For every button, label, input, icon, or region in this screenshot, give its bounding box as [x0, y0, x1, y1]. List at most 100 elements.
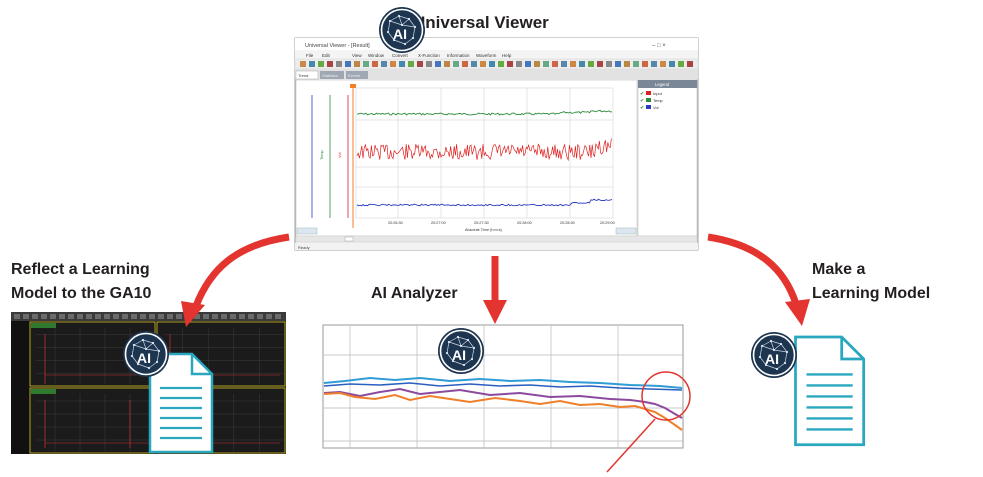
toolbar-button[interactable] — [77, 314, 83, 319]
toolbar-button[interactable] — [624, 61, 630, 67]
toolbar-button[interactable] — [408, 61, 414, 67]
toolbar-button[interactable] — [471, 61, 477, 67]
toolbar-button[interactable] — [104, 314, 110, 319]
toolbar-button[interactable] — [336, 61, 342, 67]
toolbar-button[interactable] — [131, 314, 137, 319]
menu-item[interactable]: Information — [447, 53, 470, 58]
toolbar-button[interactable] — [248, 314, 254, 319]
toolbar-button[interactable] — [41, 314, 47, 319]
toolbar-button[interactable] — [552, 61, 558, 67]
legend-item-input[interactable]: Input — [653, 91, 663, 96]
toolbar-button[interactable] — [363, 61, 369, 67]
toolbar-button[interactable] — [203, 314, 209, 319]
toolbar-button[interactable] — [399, 61, 405, 67]
toolbar-button[interactable] — [678, 61, 684, 67]
toolbar-button[interactable] — [660, 61, 666, 67]
svg-text:✔: ✔ — [640, 98, 644, 104]
toolbar-button[interactable] — [579, 61, 585, 67]
toolbar-button[interactable] — [651, 61, 657, 67]
toolbar-button[interactable] — [417, 61, 423, 67]
legend-item-temp[interactable]: Temp — [653, 98, 664, 103]
menu-item[interactable]: X-Function — [418, 53, 440, 58]
toolbar-button[interactable] — [14, 314, 20, 319]
toolbar-button[interactable] — [561, 61, 567, 67]
toolbar-button[interactable] — [300, 61, 306, 67]
toolbar-button[interactable] — [381, 61, 387, 67]
analyzer-series-teal — [323, 376, 683, 389]
toolbar-button[interactable] — [606, 61, 612, 67]
toolbar-button[interactable] — [275, 314, 281, 319]
toolbar-button[interactable] — [122, 314, 128, 319]
toolbar-button[interactable] — [615, 61, 621, 67]
toolbar-button[interactable] — [570, 61, 576, 67]
menu-item[interactable]: File — [306, 53, 314, 58]
toolbar-button[interactable] — [212, 314, 218, 319]
toolbar-button[interactable] — [257, 314, 263, 319]
toolbar-button[interactable] — [390, 61, 396, 67]
toolbar-button[interactable] — [426, 61, 432, 67]
toolbar-button[interactable] — [32, 314, 38, 319]
toolbar-button[interactable] — [158, 314, 164, 319]
toolbar-button[interactable] — [113, 314, 119, 319]
menu-item[interactable]: View — [352, 53, 362, 58]
menu-item[interactable]: Help — [502, 53, 512, 58]
toolbar-button[interactable] — [687, 61, 693, 67]
ai-badge-icon: AI — [122, 330, 170, 378]
toolbar-button[interactable] — [489, 61, 495, 67]
toolbar-button[interactable] — [318, 61, 324, 67]
toolbar-button[interactable] — [266, 314, 272, 319]
toolbar-button[interactable] — [444, 61, 450, 67]
toolbar-button[interactable] — [327, 61, 333, 67]
toolbar-button[interactable] — [507, 61, 513, 67]
toolbar-button[interactable] — [59, 314, 65, 319]
toolbar-button[interactable] — [167, 314, 173, 319]
toolbar-button[interactable] — [354, 61, 360, 67]
tab-statistics[interactable]: Statistics — [322, 73, 338, 78]
time-tick: 20:27:30 — [474, 221, 489, 225]
toolbar-button[interactable] — [221, 314, 227, 319]
toolbar-button[interactable] — [372, 61, 378, 67]
menu-item[interactable]: Window — [368, 53, 385, 58]
horizontal-scrollbar[interactable] — [295, 235, 698, 243]
menu-item[interactable]: Edit — [322, 53, 331, 58]
toolbar-button[interactable] — [309, 61, 315, 67]
toolbar-button[interactable] — [239, 314, 245, 319]
legend-item-vol[interactable]: Vol — [653, 105, 659, 110]
toolbar-button[interactable] — [68, 314, 74, 319]
toolbar-button[interactable] — [453, 61, 459, 67]
time-tick: 20:28:30 — [560, 221, 575, 225]
toolbar-button[interactable] — [149, 314, 155, 319]
toolbar-button[interactable] — [176, 314, 182, 319]
tab-trend[interactable]: Trend — [298, 73, 308, 78]
toolbar-button[interactable] — [516, 61, 522, 67]
toolbar-button[interactable] — [534, 61, 540, 67]
toolbar-button[interactable] — [345, 61, 351, 67]
toolbar-button[interactable] — [525, 61, 531, 67]
toolbar-button[interactable] — [669, 61, 675, 67]
svg-text:AI: AI — [452, 347, 466, 363]
toolbar-button[interactable] — [633, 61, 639, 67]
menu-item[interactable]: Waveform — [476, 53, 497, 58]
toolbar-button[interactable] — [140, 314, 146, 319]
menu-item[interactable]: Convert — [392, 53, 409, 58]
toolbar-button[interactable] — [86, 314, 92, 319]
toolbar-button[interactable] — [194, 314, 200, 319]
toolbar-button[interactable] — [435, 61, 441, 67]
toolbar-button[interactable] — [480, 61, 486, 67]
toolbar-button[interactable] — [642, 61, 648, 67]
toolbar-button[interactable] — [50, 314, 56, 319]
toolbar-button[interactable] — [543, 61, 549, 67]
toolbar-button[interactable] — [230, 314, 236, 319]
svg-text:AI: AI — [765, 351, 779, 367]
ai-badge-icon: AI — [378, 6, 426, 54]
toolbar-button[interactable] — [588, 61, 594, 67]
toolbar-button[interactable] — [498, 61, 504, 67]
tab-events[interactable]: Events — [348, 73, 360, 78]
toolbar-button[interactable] — [597, 61, 603, 67]
time-tick: 20:28:00 — [517, 221, 532, 225]
toolbar-button[interactable] — [462, 61, 468, 67]
ga10-screenshot — [11, 312, 286, 454]
toolbar-button[interactable] — [95, 314, 101, 319]
svg-text:✔: ✔ — [640, 91, 644, 97]
toolbar-button[interactable] — [23, 314, 29, 319]
